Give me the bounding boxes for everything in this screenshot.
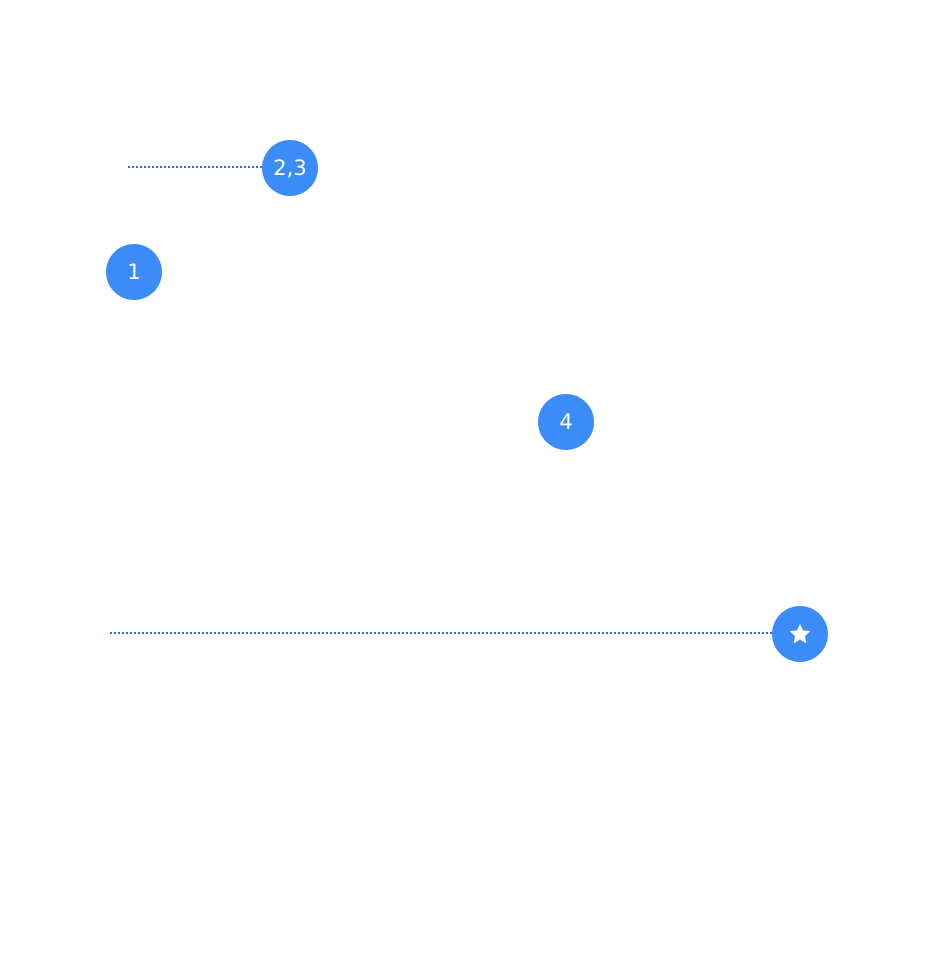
star-icon <box>789 623 811 644</box>
marker-4-label: 4 <box>559 410 573 434</box>
marker-2-3[interactable]: 2,3 <box>262 140 318 196</box>
dotted-connector-2-3 <box>128 166 262 168</box>
marker-1-label: 1 <box>127 260 141 284</box>
marker-4[interactable]: 4 <box>538 394 594 450</box>
marker-2-3-label: 2,3 <box>273 156 307 180</box>
marker-star[interactable] <box>772 606 828 662</box>
dotted-connector-star <box>110 632 772 634</box>
marker-1[interactable]: 1 <box>106 244 162 300</box>
